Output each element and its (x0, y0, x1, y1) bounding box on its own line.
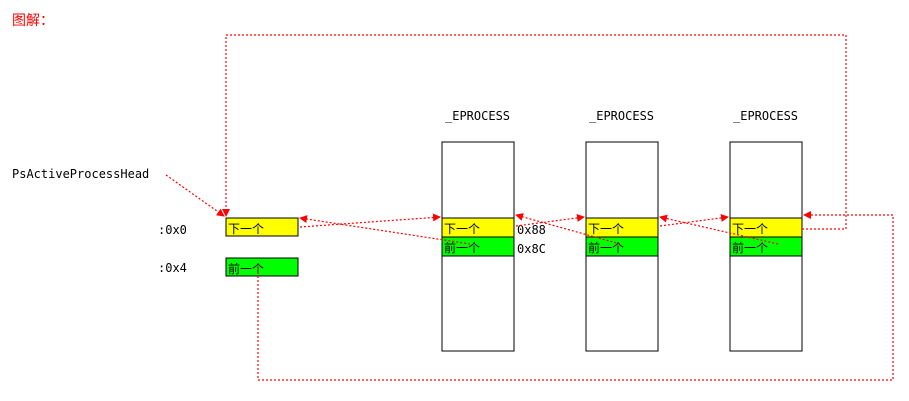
eprocess-3-title: _EPROCESS (733, 109, 798, 123)
head-prev-label: 前一个 (228, 261, 264, 276)
eprocess-1-prev-label: 前一个 (444, 240, 480, 255)
arrow-blink-head-e3-wrap (257, 211, 894, 381)
eprocess-block-3: _EPROCESS 下一个 前一个 (729, 109, 803, 352)
head-prev-cell (225, 257, 299, 277)
eprocess-1-next-label: 下一个 (444, 222, 480, 236)
arrow-head-pointer (165, 174, 225, 217)
eprocess-3-next-label: 下一个 (732, 222, 768, 236)
eprocess-1-prev-cell (441, 236, 515, 257)
eprocess-2-next-label: 下一个 (588, 222, 624, 236)
arrow-flink-e1-e2 (515, 213, 585, 227)
arrow-blink-e2-e1 (515, 213, 621, 245)
eprocess-3-prev-cell (729, 236, 803, 257)
eprocess-2-prev-label: 前一个 (588, 240, 624, 255)
eprocess-2-title: _EPROCESS (589, 109, 654, 123)
diagram-title: 图解： (12, 13, 54, 29)
arrow-blink-e1-head (299, 215, 471, 245)
eprocess-block-2: _EPROCESS 下一个 前一个 (585, 109, 659, 352)
eprocess-1-offset-prev: 0x8C (517, 242, 546, 256)
eprocess-1-title: _EPROCESS (445, 109, 510, 123)
head-offset-next: :0x0 (158, 223, 187, 237)
head-label: PsActiveProcessHead (12, 167, 149, 181)
arrow-flink-e2-e3 (659, 213, 729, 227)
eprocess-3-prev-label: 前一个 (732, 240, 768, 255)
arrow-blink-e3-e2 (659, 214, 779, 245)
arrow-flink-head-e1 (299, 213, 441, 228)
eprocess-1-offset-next: 0x88 (517, 223, 546, 237)
head-offset-prev: :0x4 (158, 261, 187, 275)
eprocess-2-prev-cell (585, 236, 659, 257)
head-next-label: 下一个 (228, 222, 264, 236)
arrow-flink-e3-head-wrap (222, 34, 847, 230)
head-next-cell (225, 217, 299, 237)
eprocess-block-1: _EPROCESS 下一个 前一个 0x88 0x8C (441, 109, 546, 352)
